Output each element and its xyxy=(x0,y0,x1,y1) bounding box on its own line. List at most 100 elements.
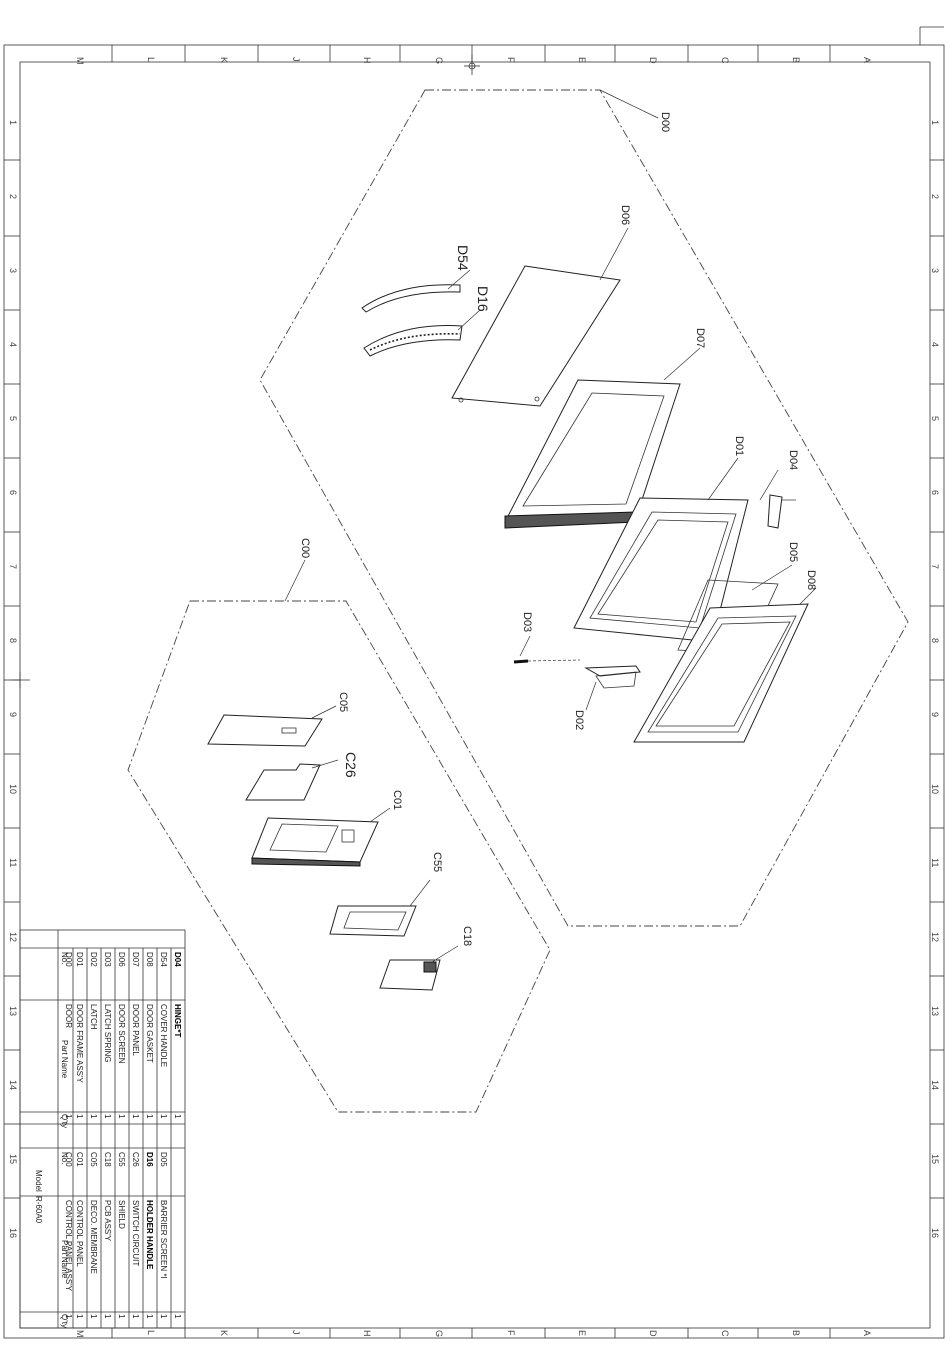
table-row-no: D05 xyxy=(159,1152,168,1167)
table-row-cell: 1 xyxy=(64,1114,73,1119)
table-row-name: CONTROL PANEL xyxy=(75,1200,84,1267)
grid-letter: E xyxy=(577,57,587,63)
table-row-qty: 1 xyxy=(173,1314,182,1319)
grid-number: 9 xyxy=(8,712,18,717)
table-row-name: LATCH SPRING xyxy=(103,1004,112,1063)
door-gasket-d08 xyxy=(633,603,809,743)
table-header-no-2: No. xyxy=(60,1152,69,1164)
grid-letter: G xyxy=(434,57,444,64)
grid-number: 10 xyxy=(8,784,18,794)
table-row-cell: DOOR xyxy=(64,1004,73,1028)
grid-letter: G xyxy=(434,1330,444,1337)
top-grid-letters: M L K J H G F E D C B A xyxy=(75,57,872,65)
control-panel-c01 xyxy=(251,817,379,863)
table-row-name: DOOR PANEL xyxy=(131,1004,140,1056)
table-header-qty-2: Q'ty xyxy=(60,1314,69,1328)
table-row-qty: 1 xyxy=(159,1114,168,1119)
grid-number: 2 xyxy=(930,194,940,199)
table-row-name: DECO. MEMBRANE xyxy=(89,1200,98,1274)
table-row-qty: 1 xyxy=(117,1314,126,1319)
label-c00: C00 xyxy=(299,538,311,558)
table-row-no: D06 xyxy=(117,952,126,967)
grid-number: 7 xyxy=(8,564,18,569)
table-row-no: D16 xyxy=(145,1152,154,1167)
table-row-no: D08 xyxy=(145,952,154,967)
label-c18: C18 xyxy=(461,926,473,946)
switch-circuit-c26 xyxy=(245,763,321,801)
label-d02: D02 xyxy=(573,710,585,730)
table-row-name: COVER HANDLE xyxy=(159,1004,168,1067)
table-row-no: D01 xyxy=(75,952,84,967)
grid-number: 11 xyxy=(8,858,18,867)
model-label: Model xyxy=(34,1170,43,1192)
grid-letter: M xyxy=(75,1330,85,1338)
model-value: R-60A0 xyxy=(34,1196,43,1224)
label-d08: D08 xyxy=(805,570,817,590)
table-row-qty: 1 xyxy=(75,1114,84,1119)
table-row-name: DOOR GASKET xyxy=(145,1004,154,1063)
grid-number: 10 xyxy=(930,784,940,794)
grid-letter: K xyxy=(219,1330,229,1336)
table-header-qty: Q'ty xyxy=(60,1114,69,1128)
grid-letter: D xyxy=(648,57,658,64)
grid-number: 13 xyxy=(930,1006,940,1016)
grid-letter: H xyxy=(362,57,372,64)
table-header-part-2: Part Name xyxy=(60,1240,69,1279)
grid-letter: H xyxy=(362,1330,372,1337)
grid-number: 11 xyxy=(930,858,940,867)
label-d54: D54 xyxy=(455,245,471,271)
grid-letter: F xyxy=(506,1330,516,1336)
label-d06: D06 xyxy=(619,205,631,225)
grid-number: 6 xyxy=(8,490,18,495)
table-header-part: Part Name xyxy=(60,1040,69,1079)
deco-membrane-c05 xyxy=(207,714,323,747)
table-row-name: SHIELD xyxy=(117,1200,126,1229)
table-row-name: PCB ASS'Y xyxy=(103,1200,112,1242)
table-row-no: D04 xyxy=(173,952,182,967)
table-row-no: C01 xyxy=(75,1152,84,1167)
table-row-no: C05 xyxy=(89,1152,98,1167)
grid-number: 9 xyxy=(930,712,940,717)
table-row-no: C55 xyxy=(117,1152,126,1167)
table-row-qty: 1 xyxy=(131,1314,140,1319)
grid-number: 7 xyxy=(930,564,940,569)
grid-letter: J xyxy=(291,1330,301,1335)
table-row-qty: 1 xyxy=(89,1314,98,1319)
grid-letter: C xyxy=(720,1330,730,1337)
grid-number: 1 xyxy=(930,120,940,125)
grid-number: 5 xyxy=(930,416,940,421)
table-row-cell: 1 xyxy=(64,1314,73,1319)
table-row-qty: 1 xyxy=(145,1314,154,1319)
grid-letter: J xyxy=(291,57,301,62)
label-c26: C26 xyxy=(343,752,359,778)
table-header-no: No. xyxy=(60,952,69,964)
table-row-qty: 1 xyxy=(173,1114,182,1119)
grid-number: 1 xyxy=(8,120,18,125)
door-panel-window xyxy=(522,392,665,507)
left-grid-numbers: 1 2 3 4 5 6 7 8 9 10 11 12 13 14 15 16 xyxy=(8,120,18,1238)
grid-number: 14 xyxy=(930,1080,940,1090)
table-row-no: C18 xyxy=(103,1152,112,1167)
grid-number: 8 xyxy=(8,638,18,643)
table-row-cell: C00 xyxy=(64,1152,73,1167)
grid-number: 15 xyxy=(8,1154,18,1164)
right-grid-numbers: 1 2 3 4 5 6 7 8 9 10 11 12 13 14 15 16 xyxy=(930,120,940,1238)
table-row-name: LATCH xyxy=(89,1004,98,1030)
door-screen-d06 xyxy=(451,265,621,407)
outer-frame xyxy=(3,44,945,1339)
table-row-qty: 1 xyxy=(117,1114,126,1119)
grid-number: 16 xyxy=(930,1228,940,1238)
grid-number: 3 xyxy=(930,268,940,273)
table-row-no: C26 xyxy=(131,1152,140,1167)
centering-mark-top xyxy=(464,55,480,75)
grid-number: 5 xyxy=(8,416,18,421)
table-row-no: D54 xyxy=(159,952,168,967)
label-d00: D00 xyxy=(659,112,671,132)
grid-number: 12 xyxy=(8,932,18,942)
top-grid-ticks xyxy=(111,45,831,1338)
label-d16: D16 xyxy=(475,286,491,312)
grid-letter: E xyxy=(577,1330,587,1336)
parts-table-last-row xyxy=(20,1312,58,1328)
table-row-cell: CONTROL PANEL ASS'Y xyxy=(64,1200,73,1292)
holder-handle-d16 xyxy=(363,325,463,357)
